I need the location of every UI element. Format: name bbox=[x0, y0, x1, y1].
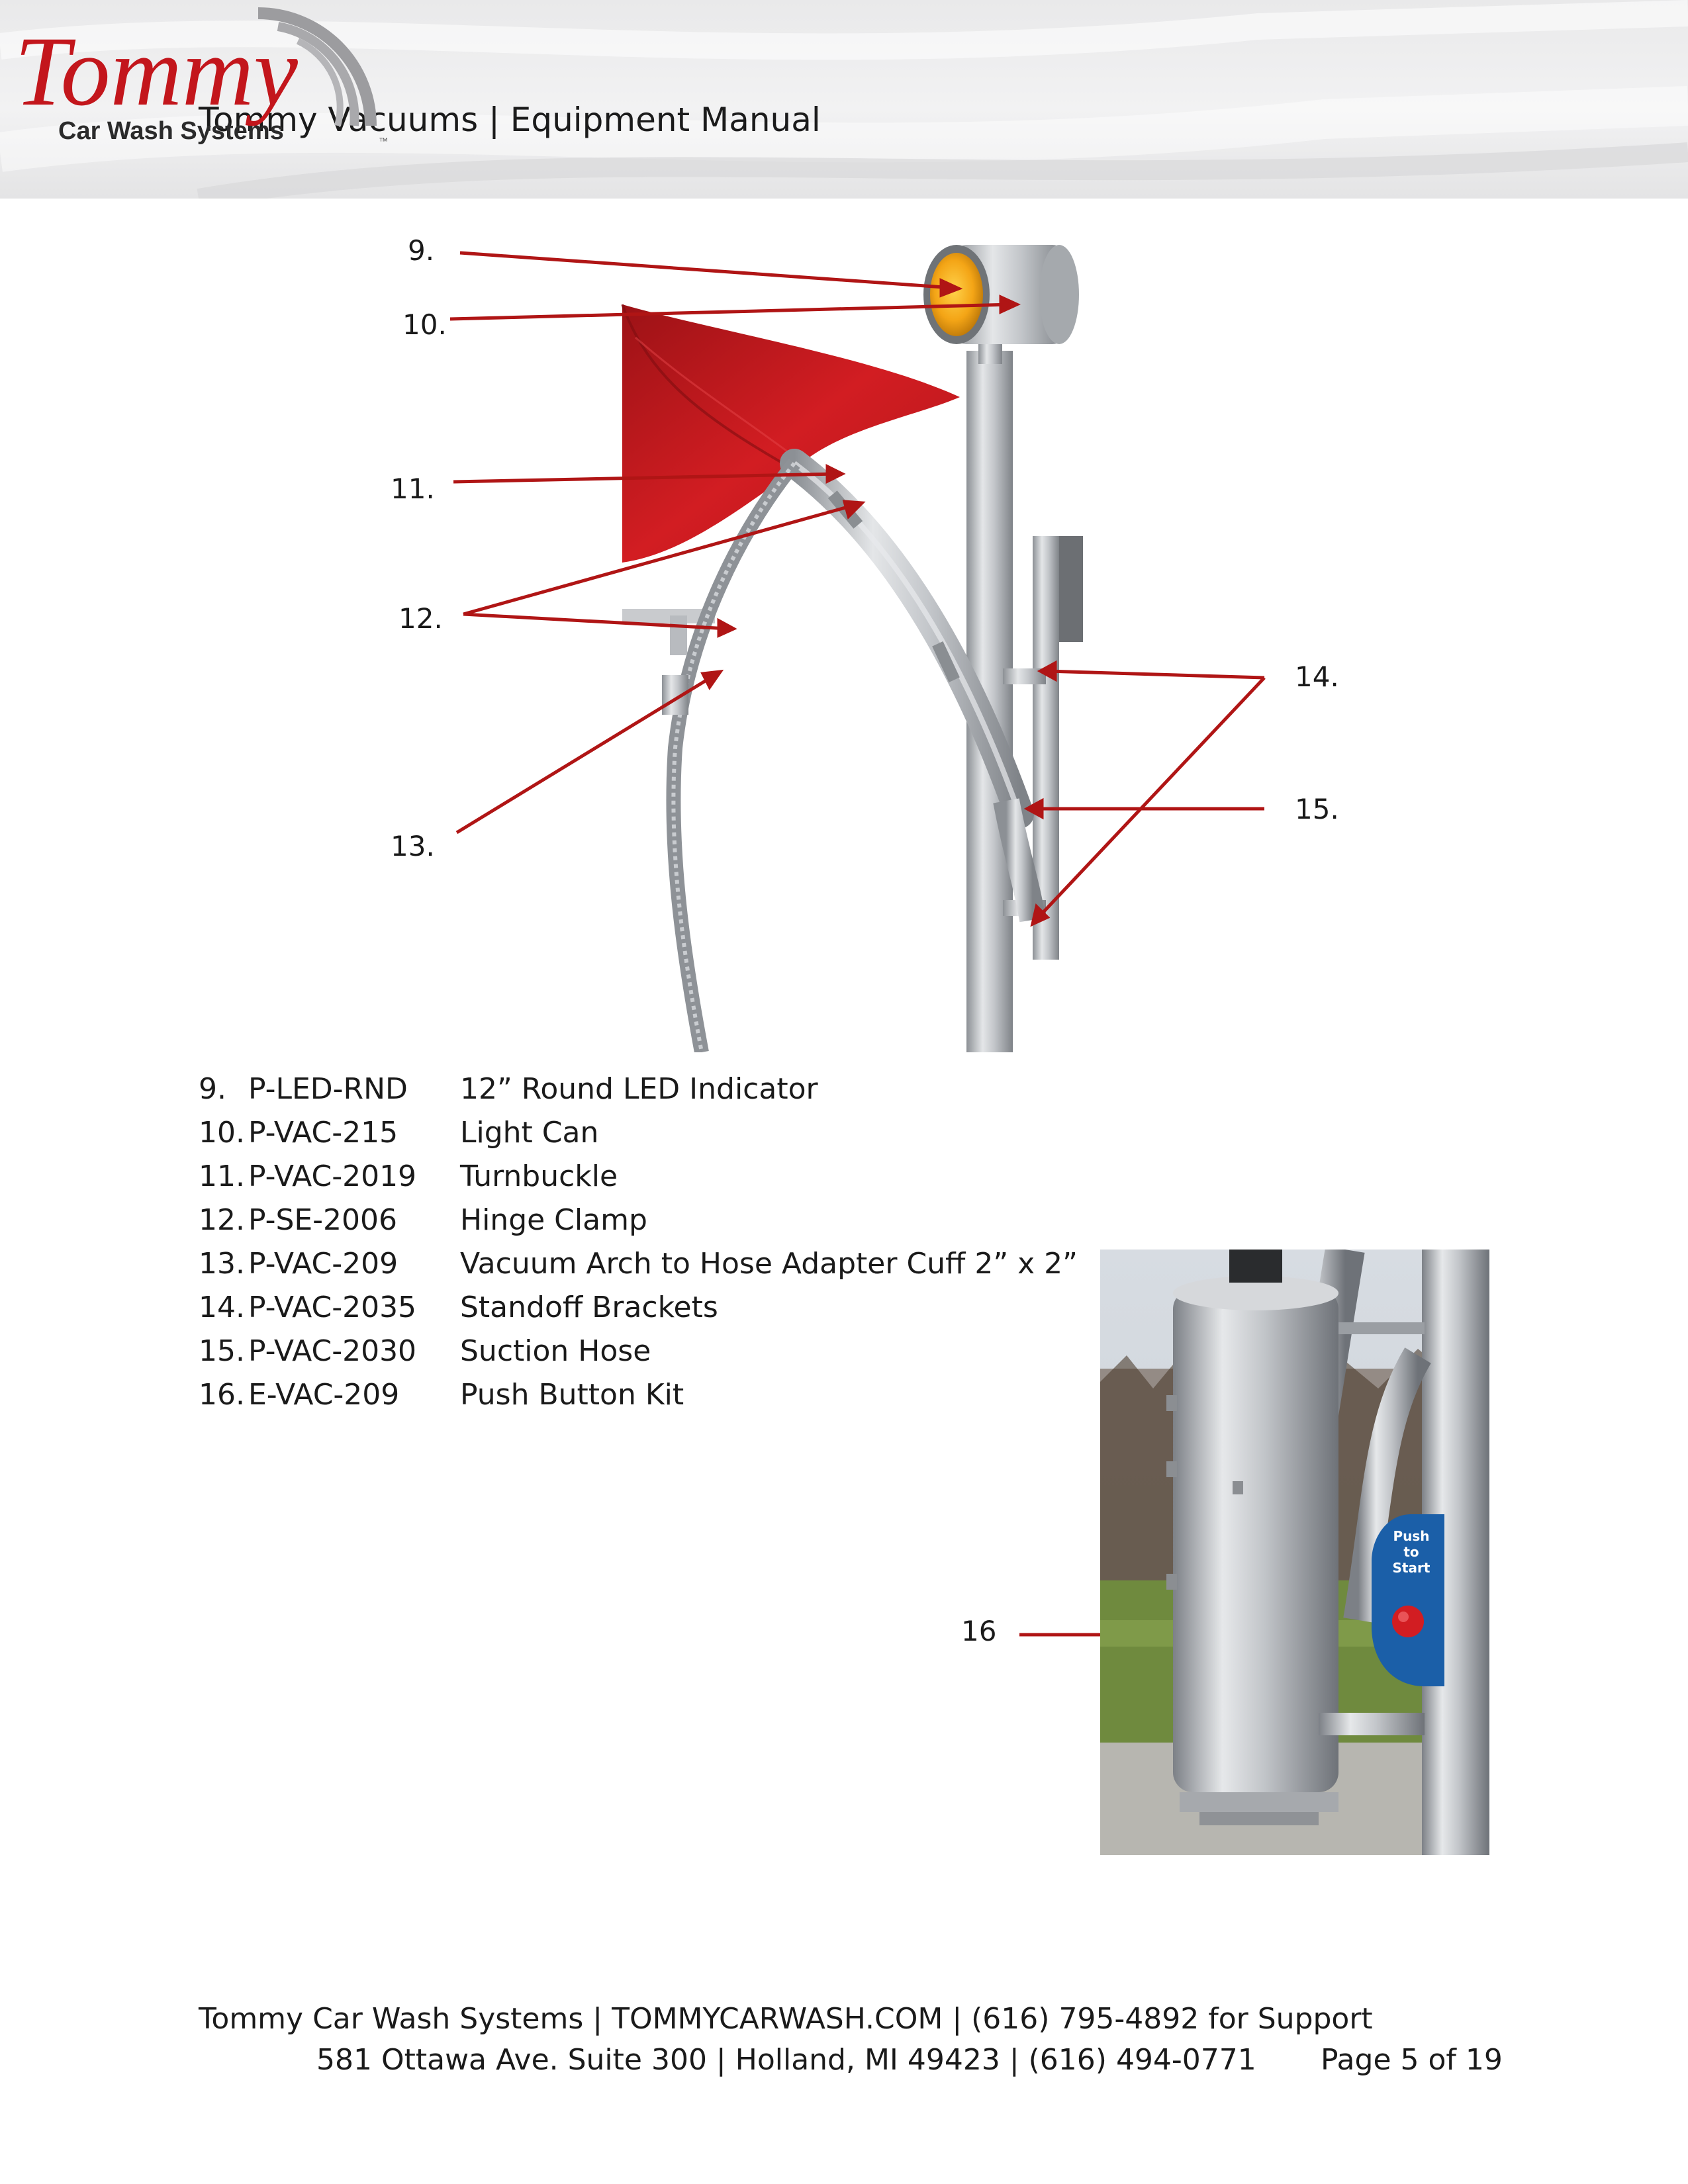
callout-15: 15. bbox=[1295, 793, 1339, 825]
part-number: 14. bbox=[199, 1291, 245, 1324]
start-label: Start bbox=[1393, 1560, 1430, 1576]
push-label: Push bbox=[1393, 1528, 1429, 1544]
part-number: 9. bbox=[199, 1072, 226, 1106]
logo-subtext: Car Wash Systems bbox=[58, 117, 284, 145]
part-description: Push Button Kit bbox=[460, 1378, 684, 1412]
callout-11: 11. bbox=[391, 473, 435, 505]
tommy-logo: Tommy Car Wash Systems ™ bbox=[15, 7, 388, 146]
callout-16: 16 bbox=[961, 1615, 997, 1647]
part-code: P-VAC-2019 bbox=[248, 1160, 417, 1193]
push-button-photo: Push to Start bbox=[1100, 1250, 1489, 1855]
part-number: 15. bbox=[199, 1334, 245, 1368]
logo-wordmark: Tommy bbox=[15, 17, 298, 126]
callout-10: 10. bbox=[402, 308, 447, 341]
header-band: Tommy Vacuums | Equipment Manual Tommy C… bbox=[0, 0, 1688, 199]
callout-13: 13. bbox=[391, 830, 435, 862]
part-code: P-VAC-209 bbox=[248, 1247, 399, 1281]
callout-9: 9. bbox=[408, 234, 435, 267]
page-number: Page 5 of 19 bbox=[1321, 2043, 1503, 2077]
part-description: Turnbuckle bbox=[460, 1160, 618, 1193]
footer-address-line: 581 Ottawa Ave. Suite 300 | Holland, MI … bbox=[316, 2043, 1256, 2077]
callout-14: 14. bbox=[1295, 660, 1339, 693]
logo-trademark: ™ bbox=[379, 136, 388, 146]
part-number: 11. bbox=[199, 1160, 245, 1193]
push-button-icon bbox=[1392, 1606, 1424, 1637]
vacuum-arch-illustration bbox=[449, 245, 1266, 1054]
part-description: Suction Hose bbox=[460, 1334, 651, 1368]
callout-12: 12. bbox=[399, 602, 443, 635]
part-description: Vacuum Arch to Hose Adapter Cuff 2” x 2” bbox=[460, 1247, 1078, 1281]
to-label: to bbox=[1403, 1544, 1419, 1560]
header-swoosh-decoration bbox=[0, 0, 1688, 199]
part-description: Light Can bbox=[460, 1116, 599, 1150]
part-number: 10. bbox=[199, 1116, 245, 1150]
part-number: 16. bbox=[199, 1378, 245, 1412]
part-code: P-LED-RND bbox=[248, 1072, 408, 1106]
footer-contact-line: Tommy Car Wash Systems | TOMMYCARWASH.CO… bbox=[199, 2002, 1373, 2036]
part-code: E-VAC-209 bbox=[248, 1378, 400, 1412]
part-number: 12. bbox=[199, 1203, 245, 1237]
header-title: Tommy Vacuums | Equipment Manual bbox=[199, 101, 821, 139]
part-description: Standoff Brackets bbox=[460, 1291, 718, 1324]
part-code: P-SE-2006 bbox=[248, 1203, 398, 1237]
part-number: 13. bbox=[199, 1247, 245, 1281]
vacuum-arch-figure: 9. 10. 11. 12. 13. 14. 15. bbox=[371, 218, 1377, 1054]
part-code: P-VAC-215 bbox=[248, 1116, 399, 1150]
part-code: P-VAC-2035 bbox=[248, 1291, 417, 1324]
part-description: 12” Round LED Indicator bbox=[460, 1072, 818, 1106]
part-description: Hinge Clamp bbox=[460, 1203, 647, 1237]
part-code: P-VAC-2030 bbox=[248, 1334, 417, 1368]
